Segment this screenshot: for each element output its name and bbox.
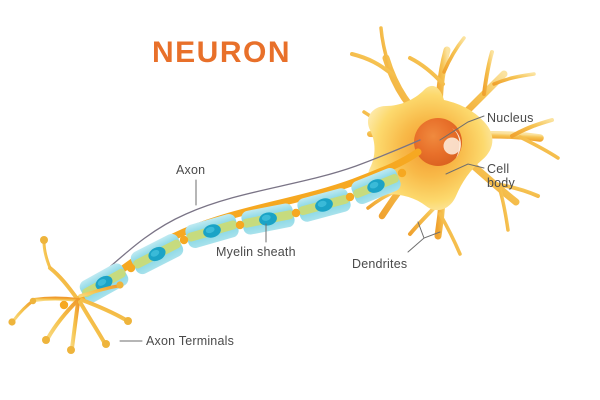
label-axon: Axon [176, 163, 206, 177]
label-myelin-sheath: Myelin sheath [216, 245, 296, 259]
label-nucleus: Nucleus [487, 111, 534, 125]
label-cell-body-line1: Cell [487, 162, 510, 176]
leader-lines [119, 115, 485, 342]
nucleus [414, 118, 462, 166]
myelin-sheath-group [59, 148, 422, 310]
label-axon-terminals: Axon Terminals [146, 334, 235, 348]
leader-cell-body [445, 163, 485, 175]
leader-nucleus [439, 115, 485, 141]
page-title: NEURON [152, 36, 292, 69]
axon-terminals-group [12, 240, 128, 350]
label-cell-body-line2: body [487, 176, 515, 190]
leader-dendrites-branch [417, 221, 425, 239]
axon-line [81, 139, 421, 291]
label-dendrites: Dendrites [352, 257, 408, 271]
axon-terminal-knobs [8, 236, 132, 354]
